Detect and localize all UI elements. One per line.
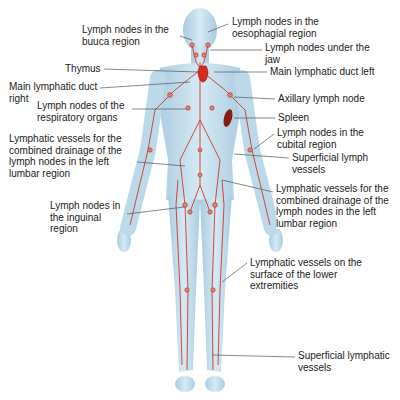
part-label: Lymph nodes in the buuca region xyxy=(82,24,180,47)
body-silhouette xyxy=(117,8,283,392)
label-text: Main lymphatic duct left xyxy=(270,66,375,77)
label-text: Lymphatic vessels on the surface of the … xyxy=(250,257,362,291)
part-label: Lymph nodes of the respiratory organs xyxy=(37,100,133,123)
part-label: Lymph nodes under the jaw xyxy=(265,42,385,65)
part-label: Lymph nodes in the cubital region xyxy=(277,127,392,150)
leader-lines xyxy=(100,24,295,357)
part-label: Lymphatic vessels for the combined drain… xyxy=(9,133,134,179)
spleen xyxy=(222,108,234,127)
label-text: Lymph nodes under the jaw xyxy=(265,42,370,65)
part-label: Lymph nodes in the inguinal region xyxy=(50,200,126,235)
part-label: Thymus xyxy=(65,63,105,75)
part-label: Main lymphatic duct left xyxy=(270,66,388,78)
label-text: Lymph nodes in the buuca region xyxy=(82,24,169,47)
label-text: Superficial lymph vessels xyxy=(292,152,368,175)
label-text: Lymph nodes in the oesophagial region xyxy=(232,16,319,39)
part-label: Superficial lymph vessels xyxy=(292,152,392,175)
part-label: Spleen xyxy=(278,112,338,124)
label-text: Lymph nodes in the inguinal region xyxy=(50,200,120,234)
lymph-nodes xyxy=(148,43,252,292)
part-label: Lymphatic vessels for the combined drain… xyxy=(276,183,394,229)
label-text: Superficial lymphatic vessels xyxy=(298,350,390,373)
label-text: Lymph nodes of the respiratory organs xyxy=(37,100,124,123)
part-label: Lymphatic vessels on the surface of the … xyxy=(250,257,385,292)
thymus xyxy=(198,66,208,82)
label-text: Lymphatic vessels for the combined drain… xyxy=(276,183,389,229)
part-label: Superficial lymphatic vessels xyxy=(298,350,394,373)
lymph-vessels xyxy=(130,45,270,370)
label-text: Lymph nodes in the cubital region xyxy=(277,127,364,150)
part-label: Lymph nodes in the oesophagial region xyxy=(232,16,362,39)
label-text: Thymus xyxy=(65,63,101,74)
label-text: Lymphatic vessels for the combined drain… xyxy=(9,133,122,179)
label-text: Spleen xyxy=(278,112,309,123)
label-text: Axillary lymph node xyxy=(278,93,365,104)
part-label: Axillary lymph node xyxy=(278,93,393,105)
